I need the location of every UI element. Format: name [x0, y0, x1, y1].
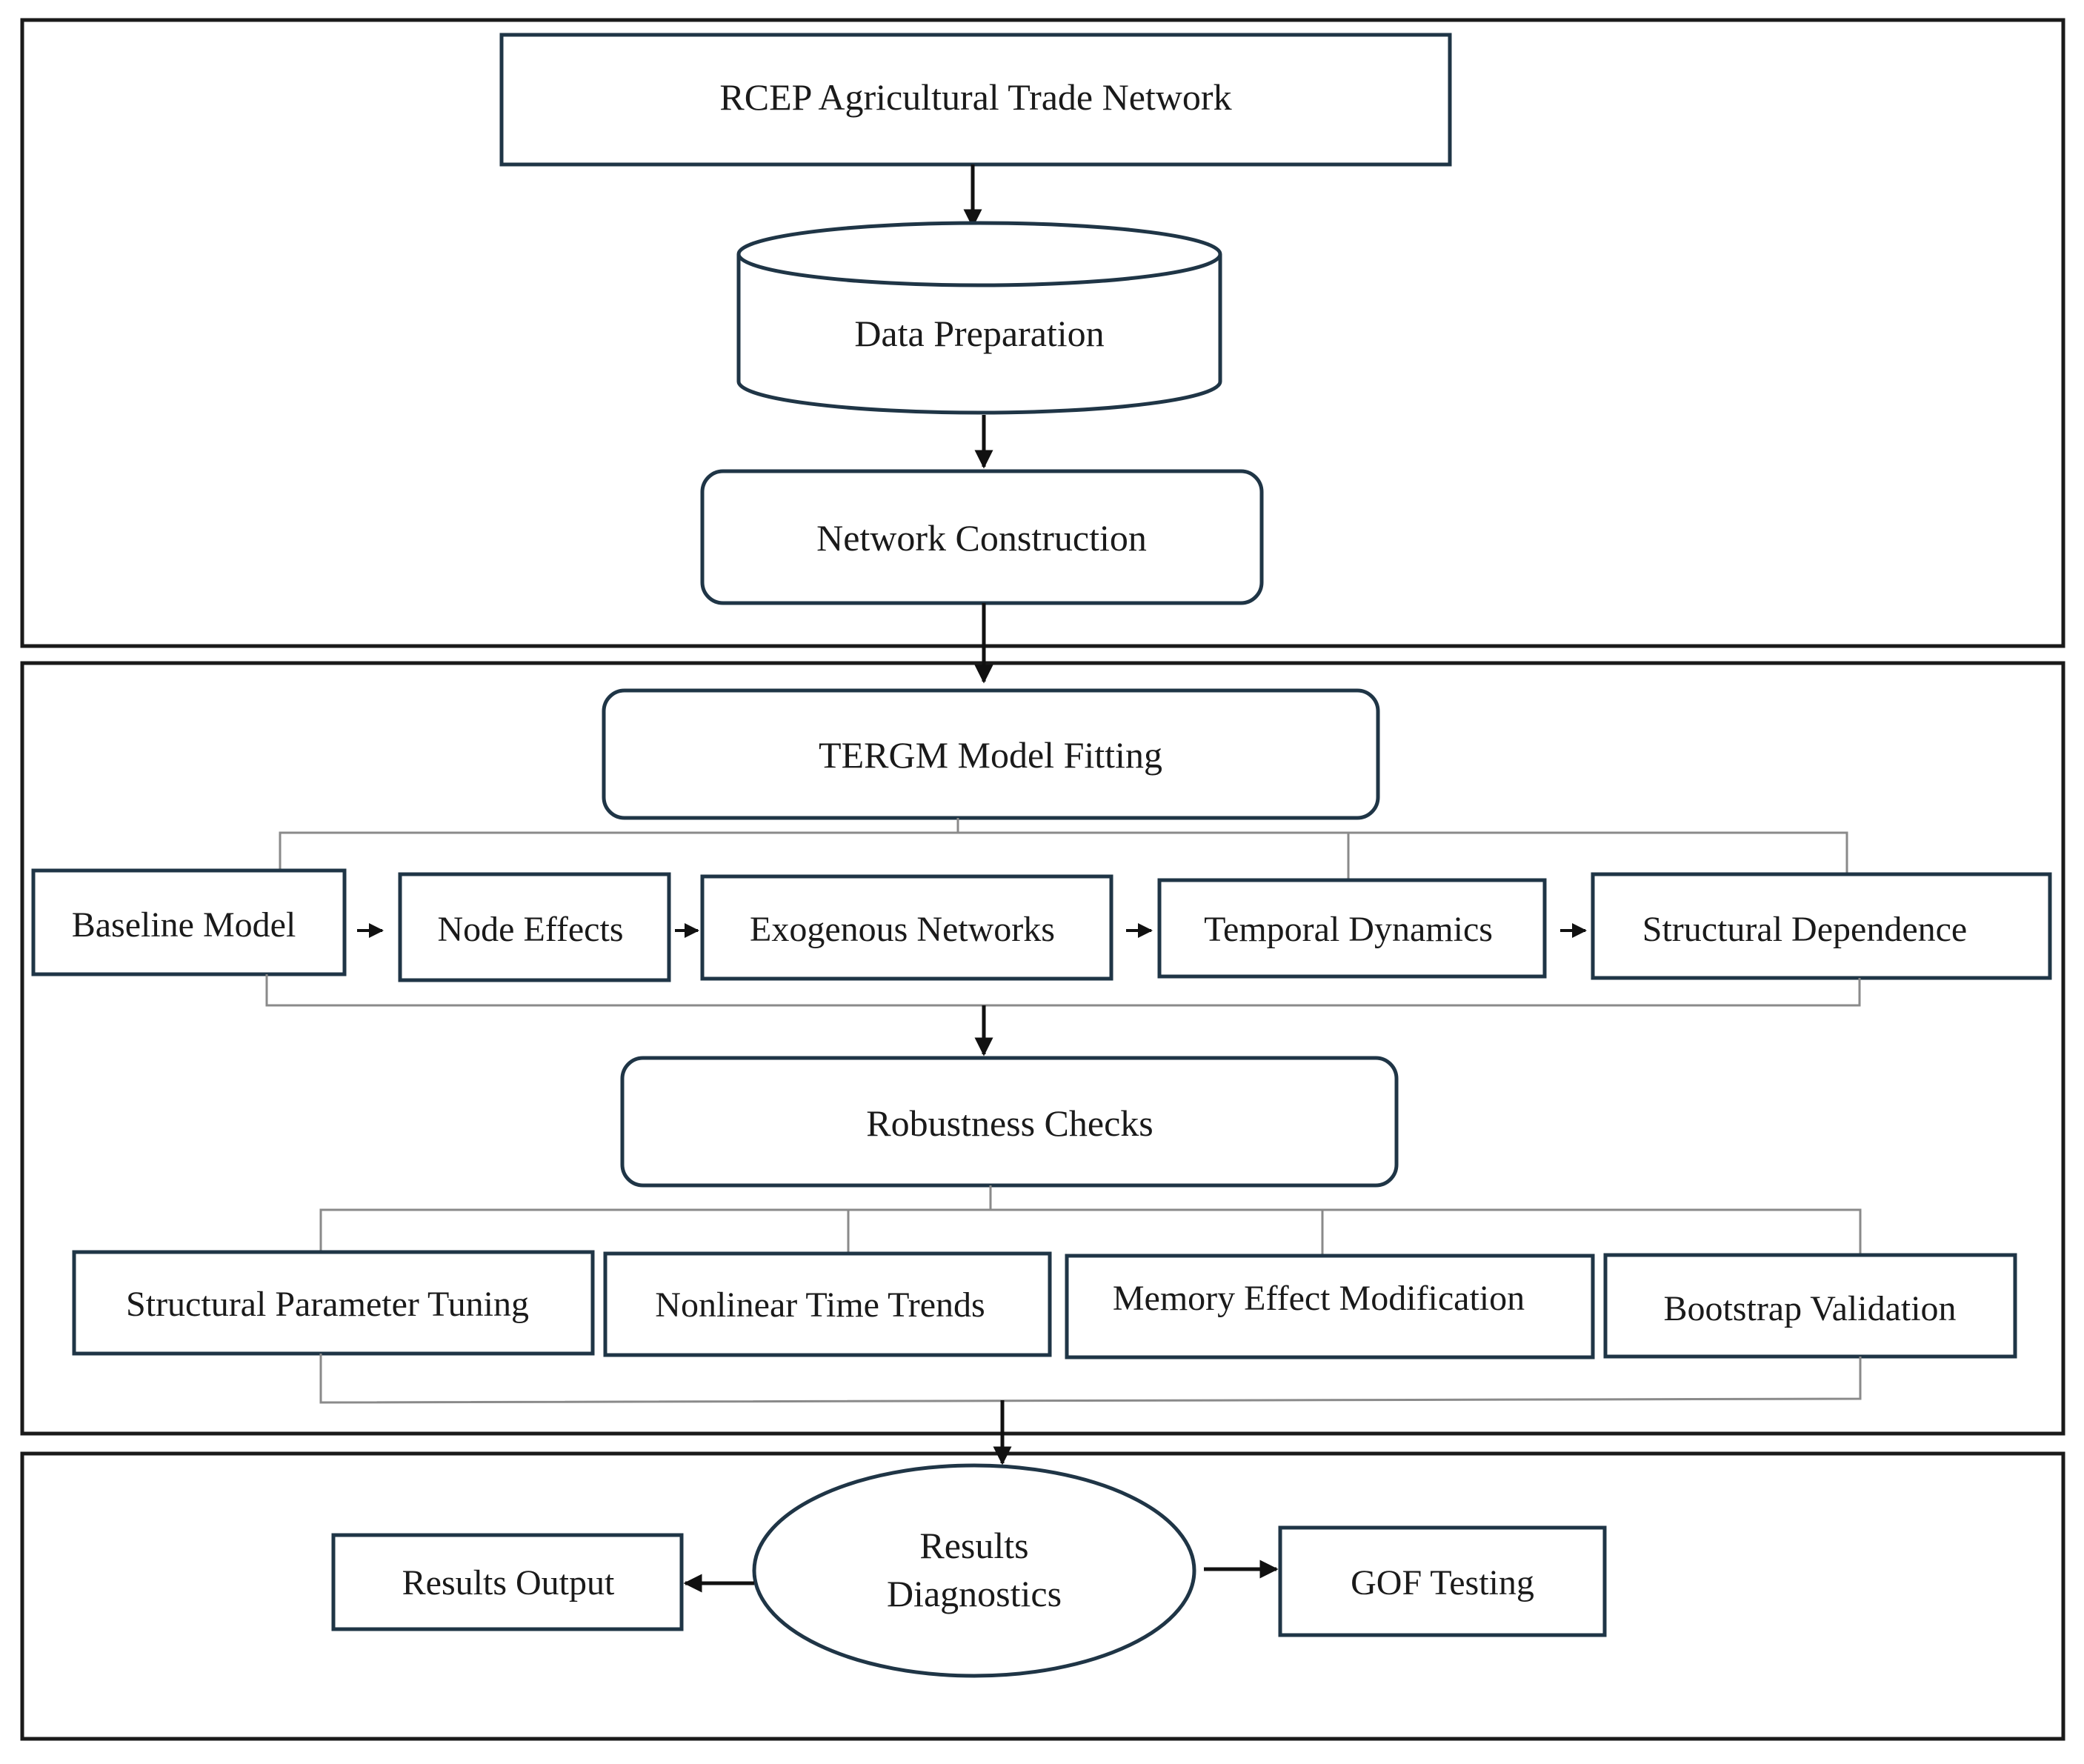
- network-construction-label: Network Construction: [816, 517, 1147, 559]
- structural-dependence-box: [1591, 872, 2052, 980]
- stage-1-panel: [20, 18, 2065, 648]
- exogenous-networks-box: [700, 874, 1113, 981]
- bootstrap-validation-box: [1603, 1253, 2017, 1359]
- memory-effect-modification-box: [1065, 1254, 1595, 1359]
- robustness-checks-box: [620, 1056, 1399, 1188]
- nonlinear-time-trends-box: [603, 1251, 1052, 1357]
- temporal-dynamics-box: [1157, 878, 1547, 979]
- data-preparation-label: Data Preparation: [854, 313, 1104, 354]
- baseline-model-label: Baseline Model: [72, 905, 296, 945]
- tergm-fitting-box: [602, 688, 1380, 820]
- stage-3-panel: [20, 1451, 2065, 1741]
- model-bottom-bracket: [265, 974, 1861, 1007]
- rcep-network-box: [499, 33, 1452, 167]
- results-diagnostics-label-line1: Results: [919, 1525, 1028, 1566]
- structural-dependence-label: Structural Dependence: [1642, 910, 1967, 949]
- bootstrap-validation-label: Bootstrap Validation: [1663, 1289, 1956, 1328]
- data-preparation-cylinder: [736, 221, 1222, 415]
- memory-effect-modification-label: Memory Effect Modification: [1113, 1279, 1525, 1318]
- stage-2-panel: [20, 661, 2065, 1436]
- structural-parameter-tuning-box: [72, 1250, 595, 1356]
- tergm-fitting-label: TERGM Model Fitting: [819, 734, 1162, 776]
- results-output-box: [331, 1533, 684, 1631]
- node-effects-box: [398, 872, 671, 982]
- baseline-model-box: [31, 868, 347, 976]
- gof-testing-label: GOF Testing: [1351, 1563, 1534, 1602]
- model-top-bracket: [279, 818, 1848, 880]
- robustness-checks-label: Robustness Checks: [866, 1102, 1153, 1144]
- structural-parameter-tuning-label: Structural Parameter Tuning: [126, 1285, 529, 1324]
- nonlinear-time-trends-label: Nonlinear Time Trends: [655, 1285, 985, 1325]
- rcep-network-label: RCEP Agricultural Trade Network: [719, 76, 1231, 118]
- results-diagnostics-label-line2: Diagnostics: [887, 1573, 1062, 1614]
- checks-bottom-bracket: [319, 1354, 1862, 1404]
- temporal-dynamics-label: Temporal Dynamics: [1204, 910, 1493, 949]
- results-diagnostics-ellipse: [752, 1463, 1196, 1678]
- results-output-label: Results Output: [402, 1563, 615, 1602]
- node-effects-label: Node Effects: [437, 910, 623, 949]
- checks-top-bracket: [319, 1185, 1862, 1256]
- gof-testing-box: [1278, 1525, 1607, 1637]
- exogenous-networks-label: Exogenous Networks: [750, 910, 1055, 949]
